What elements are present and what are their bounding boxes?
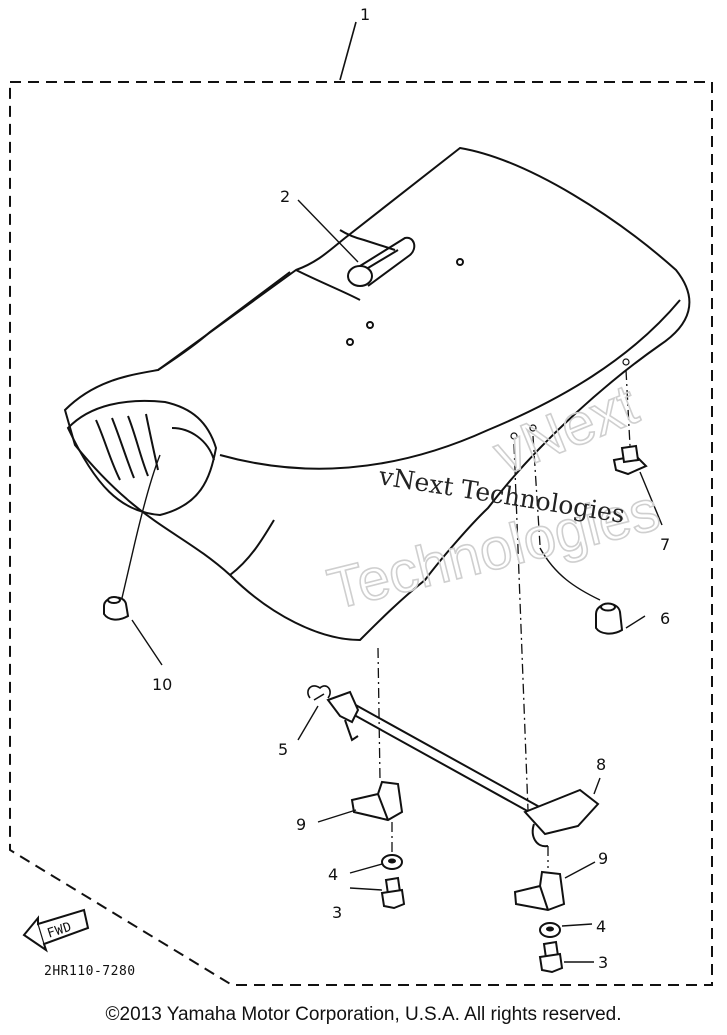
- callout-4-lower: 4: [596, 917, 606, 936]
- mount-hole-8a: [510, 432, 518, 440]
- callout-1: 1: [360, 5, 370, 24]
- centerlines: [377, 369, 631, 868]
- bolt-lower: [538, 940, 564, 974]
- washer-upper-hole: [388, 858, 396, 864]
- callout-9-lower: 9: [598, 849, 608, 868]
- copyright-notice: ©2013 Yamaha Motor Corporation, U.S.A. A…: [105, 1004, 622, 1025]
- drawing-code: 2HR110-7280: [44, 964, 136, 979]
- fwd-arrow-icon: [22, 908, 90, 953]
- fwd-label: FWD: [45, 920, 73, 942]
- callout-2: 2: [280, 187, 290, 206]
- nut-7: [612, 444, 648, 476]
- leader-1: [339, 21, 357, 81]
- bracket-upper: [350, 780, 404, 822]
- stay-rod: [326, 690, 600, 848]
- grommet-10: [103, 596, 130, 621]
- callout-4-upper: 4: [328, 865, 338, 884]
- washer-lower-hole: [546, 926, 554, 932]
- assembly-boundary: [9, 81, 713, 986]
- spring-clip: [307, 685, 331, 701]
- grommet-6: [595, 602, 624, 635]
- callout-6: 6: [660, 609, 670, 628]
- bracket-lower: [513, 870, 566, 912]
- seat-part: [63, 146, 691, 642]
- leader-2: [297, 199, 359, 263]
- callout-8: 8: [596, 755, 606, 774]
- mount-hole-8b: [529, 424, 537, 432]
- parts-diagram: FWD 2HR110-7280 vNext Technologies vNext…: [9, 5, 713, 986]
- leaders: [121, 454, 663, 963]
- callout-7: 7: [660, 535, 670, 554]
- callout-3-upper: 3: [332, 903, 342, 922]
- callout-9-upper: 9: [296, 815, 306, 834]
- callout-10: 10: [152, 675, 172, 694]
- callout-3-lower: 3: [598, 953, 608, 972]
- bolt-upper: [380, 876, 406, 910]
- callout-5: 5: [278, 740, 288, 759]
- mount-hole-7: [622, 358, 630, 366]
